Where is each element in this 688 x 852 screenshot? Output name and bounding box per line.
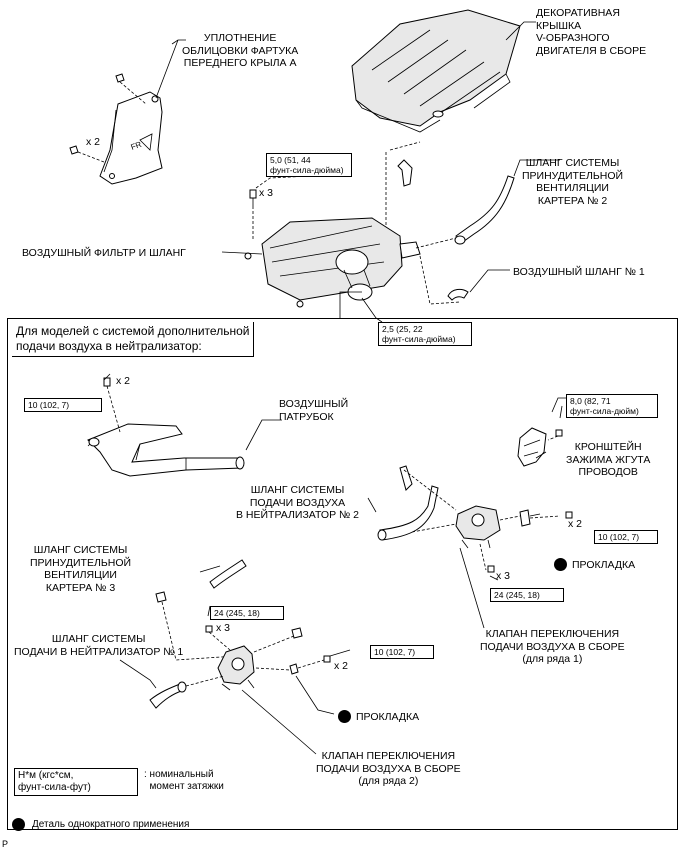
valve-bank2-drawing bbox=[217, 645, 255, 691]
engine-cover-drawing bbox=[351, 9, 521, 133]
qty-filter-bolts: x 3 bbox=[259, 187, 274, 199]
label-fender-seal: УПЛОТНЕНИЕ ОБЛИЦОВКИ ФАРТУКА ПЕРЕДНЕГО К… bbox=[182, 32, 299, 69]
label-pcv-hose-2: ШЛАНГ СИСТЕМЫ ПРИНУДИТЕЛЬНОЙ ВЕНТИЛЯЦИИ … bbox=[522, 157, 624, 207]
torque-box-valve2-nuts: 10 (102, 7) bbox=[370, 645, 434, 659]
label-as-hose-1: ШЛАНГ СИСТЕМЫ ПОДАЧИ В НЕЙТРАЛИЗАТОР № 1 bbox=[14, 633, 184, 658]
label-valve-bank2: КЛАПАН ПЕРЕКЛЮЧЕНИЯ ПОДАЧИ ВОЗДУХА В СБО… bbox=[316, 750, 461, 787]
torque-box-filter: 5,0 (51, 44 фунт-сила-дюйма) bbox=[266, 153, 352, 177]
valve-bank1-drawing bbox=[455, 505, 531, 549]
label-gasket-1: ПРОКЛАДКА bbox=[572, 559, 636, 571]
label-gasket-2: ПРОКЛАДКА bbox=[356, 711, 420, 723]
air-duct-drawing bbox=[87, 423, 245, 477]
label-valve-bank1: КЛАПАН ПЕРЕКЛЮЧЕНИЯ ПОДАЧИ ВОЗДУХА В СБО… bbox=[480, 628, 625, 665]
qty-valve1-nuts: x 2 bbox=[568, 518, 583, 530]
subsection-title: Для моделей с системой дополнительной по… bbox=[12, 322, 255, 357]
legend-nonreusable-icon bbox=[12, 818, 25, 831]
torque-box-valve2-bolts: 24 (245, 18) bbox=[210, 606, 284, 620]
torque-box-bracket: 8,0 (82, 71 фунт-сила-дюйм) bbox=[566, 394, 658, 418]
fr-mark: FR bbox=[130, 140, 143, 152]
fender-seal-drawing bbox=[99, 91, 163, 185]
qty-valve2-nuts: x 2 bbox=[334, 660, 349, 672]
subsection-frame: Для моделей с системой дополнительной по… bbox=[7, 318, 678, 830]
torque-box-duct: 10 (102, 7) bbox=[24, 398, 102, 412]
legend-torque-box: Н*м (кгс*см, фунт-сила-фут) bbox=[14, 768, 138, 796]
label-engine-cover: ДЕКОРАТИВНАЯ КРЫШКА V-ОБРАЗНОГО ДВИГАТЕЛ… bbox=[536, 7, 647, 57]
label-air-duct: ВОЗДУШНЫЙ ПАТРУБОК bbox=[279, 398, 349, 423]
label-air-hose-1: ВОЗДУШНЫЙ ШЛАНГ № 1 bbox=[513, 266, 645, 278]
torque-box-valve1-nuts: 10 (102, 7) bbox=[594, 530, 658, 544]
qty-duct-bolts: x 2 bbox=[116, 375, 131, 387]
qty-valve2-bolts: x 3 bbox=[216, 622, 231, 634]
qty-valve1-bolts: x 3 bbox=[496, 570, 511, 582]
nonreusable-icon bbox=[554, 558, 567, 571]
corner-code: P bbox=[2, 839, 9, 849]
label-air-filter: ВОЗДУШНЫЙ ФИЛЬТР И ШЛАНГ bbox=[22, 247, 186, 259]
nonreusable-icon bbox=[338, 710, 351, 723]
torque-box-valve1-bolts: 24 (245, 18) bbox=[490, 588, 564, 602]
label-bracket: КРОНШТЕЙН ЗАЖИМА ЖГУТА ПРОВОДОВ bbox=[566, 441, 651, 478]
qty-fender-screws: x 2 bbox=[86, 136, 101, 148]
torque-box-clamp: 2,5 (25, 22 фунт-сила-дюйма) bbox=[378, 322, 472, 346]
legend-torque-desc: : номинальный момент затяжки bbox=[144, 769, 224, 792]
label-as-hose-2: ШЛАНГ СИСТЕМЫ ПОДАЧИ ВОЗДУХА В НЕЙТРАЛИЗ… bbox=[236, 484, 360, 521]
legend-nonreusable-text: Деталь однократного применения bbox=[32, 819, 190, 830]
label-pcv-hose-3: ШЛАНГ СИСТЕМЫ ПРИНУДИТЕЛЬНОЙ ВЕНТИЛЯЦИИ … bbox=[30, 544, 132, 594]
air-filter-drawing bbox=[244, 217, 421, 308]
